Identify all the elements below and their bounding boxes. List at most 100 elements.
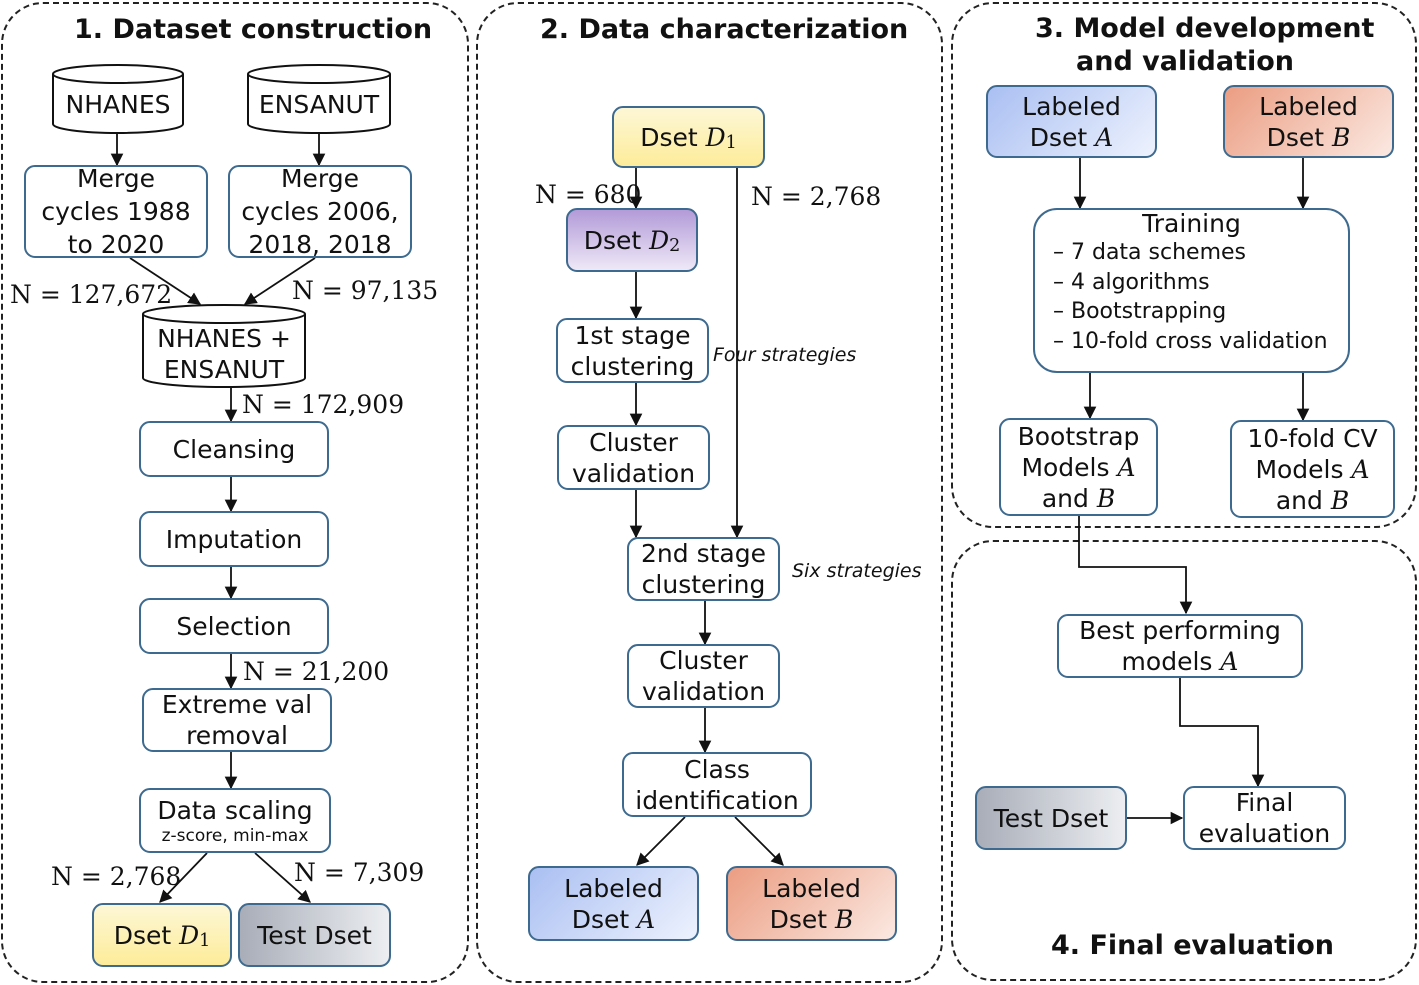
box-text-line: Labeled	[762, 873, 861, 903]
model-variable: A	[1351, 454, 1370, 484]
box-text-line: and B	[1276, 485, 1349, 516]
dset-subscript: 1	[725, 132, 737, 153]
panel-title-1: 1. Dataset construction	[74, 14, 433, 45]
labeled-dset-b-box: Labeled Dset B	[726, 866, 897, 941]
model-variable: A	[1220, 647, 1239, 676]
database-label: NHANES +	[157, 324, 291, 353]
labeled-dset-a-box: Labeled Dset A	[528, 866, 699, 941]
box-text-line: Extreme val	[161, 690, 313, 719]
best-models-box: Best performing models A	[1057, 614, 1303, 678]
arrow-merge1-combined	[129, 257, 202, 305]
dset-subscript: 2	[669, 235, 681, 256]
box-text-word: models	[1121, 647, 1213, 676]
box-text-line: Merge	[76, 164, 156, 193]
box-text-line: Models A	[1255, 454, 1369, 485]
box-text-line: Merge	[280, 164, 360, 193]
box-text-word: Models	[1255, 454, 1344, 484]
panel-title-4: 4. Final evaluation	[1051, 930, 1334, 961]
class-identification-box: Class identification	[622, 752, 812, 817]
dset-variable: A	[1095, 122, 1114, 152]
dset-word: Dset	[571, 904, 630, 934]
box-text-line: validation	[641, 677, 766, 706]
box-text-line: Dset A	[1030, 122, 1113, 153]
box-text-line: validation	[571, 458, 696, 488]
box-text-line: 10-fold CV	[1247, 423, 1378, 453]
database-ensanut: ENSANUT	[247, 64, 391, 134]
box-text-line: and B	[1042, 483, 1115, 514]
training-item: – 7 data schemes	[1053, 240, 1246, 265]
count-label: N = 172,909	[242, 390, 405, 419]
box-text-line: Labeled	[564, 873, 663, 903]
box-text-line: models A	[1122, 646, 1239, 677]
labeled-dset-a-box: Labeled Dset A	[986, 85, 1157, 158]
arrow-class-labeled-b	[734, 816, 784, 866]
box-text-word: and	[1041, 483, 1089, 513]
dset-word: Dset	[640, 122, 698, 152]
box-text-line: cycles 2006,	[241, 197, 399, 226]
count-label: N = 21,200	[243, 657, 390, 686]
strategy-note: Six strategies	[792, 560, 922, 582]
dset-word: Dset	[113, 920, 172, 950]
arrow-scaling-test	[254, 852, 311, 903]
dset-variable: D	[179, 920, 200, 950]
box-text-line: Data scaling	[157, 795, 313, 825]
database-combined: NHANES + ENSANUT	[142, 304, 306, 388]
dset-subscript: 1	[199, 930, 211, 951]
test-dset-box: Test Dset	[975, 786, 1127, 850]
cv-models-box: 10-fold CV Models A and B	[1230, 420, 1395, 518]
arrow-merge2-combined	[243, 257, 316, 305]
second-stage-clustering-box: 2nd stage clustering	[627, 537, 780, 601]
panel-final-evaluation	[951, 540, 1417, 981]
scaling-methods: z-score, min-max	[161, 825, 309, 846]
box-text-line: Best performing	[1079, 616, 1281, 645]
box-text-line: Final	[1235, 788, 1294, 817]
box-text-word: and	[1275, 485, 1323, 515]
arrow-scaling-d1	[159, 852, 208, 903]
box-text-line: Models A	[1021, 452, 1135, 483]
strategy-note: Four strategies	[713, 344, 857, 366]
count-label: N = 127,672	[10, 280, 173, 309]
box-text-line: Cluster	[659, 646, 748, 675]
arrow-class-labeled-a	[636, 816, 686, 866]
panel-data-characterization	[476, 2, 943, 983]
imputation-box: Imputation	[139, 511, 329, 567]
box-text-line: Class	[684, 754, 750, 784]
count-label: N = 2,768	[51, 862, 182, 891]
test-dset-box: Test Dset	[238, 903, 391, 967]
box-text-line: 2nd stage	[641, 539, 766, 568]
database-label: NHANES	[65, 90, 171, 119]
arrow-bootstrap-best	[1078, 516, 1193, 615]
dset-word: Dset	[769, 904, 828, 934]
box-text-line: Bootstrap	[1017, 421, 1140, 451]
training-item: – 10-fold cross validation	[1053, 328, 1328, 354]
box-text-line: identification	[635, 785, 799, 815]
training-title: Training	[1142, 209, 1241, 238]
database-label: ENSANUT	[258, 90, 380, 119]
box-text-line: cycles 1988	[41, 197, 191, 226]
dset-variable: B	[835, 904, 854, 934]
box-text-line: Labeled	[1259, 91, 1358, 121]
model-variable: B	[1330, 485, 1350, 515]
cluster-validation-box: Cluster validation	[627, 644, 780, 708]
count-label: N = 2,768	[751, 182, 882, 211]
training-item: – 4 algorithms	[1053, 269, 1210, 295]
merge-ensanut-box: Merge cycles 2006, 2018, 2018	[228, 164, 412, 259]
merge-nhanes-box: Merge cycles 1988 to 2020	[24, 164, 208, 259]
box-text-line: Dset B	[1267, 122, 1351, 153]
selection-box: Selection	[139, 598, 329, 654]
dset-variable: B	[1332, 122, 1351, 152]
dset-word: Dset	[583, 225, 642, 255]
box-text-line: clustering	[570, 351, 695, 381]
box-text-line: removal	[186, 721, 288, 750]
box-text-line: evaluation	[1198, 819, 1331, 848]
dset-variable: A	[637, 904, 656, 934]
database-nhanes: NHANES	[52, 64, 184, 134]
dset-variable: D	[705, 122, 726, 152]
panel-title-2: 2. Data characterization	[540, 14, 909, 45]
box-text-line: 1st stage	[574, 320, 691, 350]
